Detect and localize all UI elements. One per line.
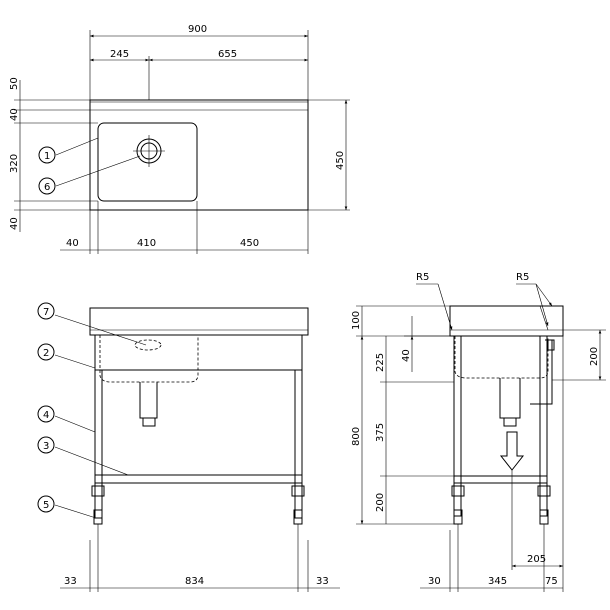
plan-bowl: [97, 122, 198, 202]
dim-plan-bowl-depth: 320: [9, 154, 20, 173]
label-radius-right: R5: [516, 272, 529, 283]
dim-front-backsplash: 100: [351, 311, 362, 330]
plan-view: 900 245 655 50 40 320 40 450 40 410 450: [9, 24, 350, 254]
side-bowl: [454, 336, 549, 379]
side-leg-right: [539, 335, 548, 517]
dim-side-bottom-right: 75: [545, 576, 558, 587]
svg-text:2: 2: [43, 348, 49, 359]
front-elevation: 33 834 33 7 2 4 3 5: [37, 302, 340, 592]
dim-side-bowl-inset: 40: [401, 349, 412, 362]
callout-4: 4: [37, 405, 96, 433]
dim-plan-bottom-right: 450: [240, 238, 259, 249]
dim-plan-total-width: 900: [188, 24, 207, 35]
callout-6: 6: [38, 155, 141, 195]
dim-front-leg-offset-right: 33: [316, 576, 329, 587]
plan-outline: [89, 99, 309, 211]
callout-1: 1: [38, 137, 99, 164]
front-soap-dish: [134, 339, 162, 351]
front-shelf: [94, 474, 303, 484]
callout-5: 5: [37, 495, 97, 519]
dim-side-bottom-mid: 345: [488, 576, 507, 587]
dim-side-seg-top: 225: [375, 353, 386, 372]
dim-side-seg-mid: 375: [375, 423, 386, 442]
side-trap: [499, 378, 521, 419]
callout-3: 3: [37, 436, 129, 476]
svg-text:1: 1: [44, 151, 50, 162]
svg-text:5: 5: [43, 500, 49, 511]
dim-side-height-total: 800: [351, 427, 362, 446]
callout-7: 7: [37, 302, 147, 346]
dim-side-seg-bottom: 200: [375, 493, 386, 512]
dim-front-span: 834: [185, 576, 204, 587]
dim-plan-bottom-left: 40: [66, 238, 79, 249]
dim-plan-right-seg: 655: [218, 49, 237, 60]
svg-text:7: 7: [43, 307, 49, 318]
side-leg-left: [453, 335, 462, 517]
front-trap: [139, 382, 158, 419]
dim-side-drain-height: 200: [589, 347, 600, 366]
dim-side-bottom-left: 30: [428, 576, 441, 587]
svg-text:4: 4: [43, 410, 49, 421]
dim-plan-bottom-bowl: 410: [137, 238, 156, 249]
dim-side-drain-offset: 205: [527, 554, 546, 565]
dim-plan-rim-depth: 40: [9, 108, 20, 121]
callout-2: 2: [37, 343, 96, 369]
side-worktop: [449, 305, 564, 337]
dim-plan-front-depth: 40: [9, 217, 20, 230]
dim-plan-overall-depth: 450: [335, 151, 346, 170]
front-bowl: [99, 335, 199, 383]
dim-front-leg-offset-left: 33: [64, 576, 77, 587]
svg-text:3: 3: [43, 441, 49, 452]
front-worktop: [89, 307, 309, 336]
side-elevation: R5 R5 100 800 225 375 200 40 200: [351, 272, 606, 592]
svg-text:6: 6: [44, 182, 50, 193]
label-radius-left: R5: [416, 272, 429, 283]
front-leg-right: [294, 369, 303, 519]
dim-plan-top-margin: 50: [9, 77, 20, 90]
side-drain-arrow: [499, 431, 525, 471]
front-leg-left: [94, 369, 103, 519]
dim-plan-left-seg: 245: [110, 49, 129, 60]
